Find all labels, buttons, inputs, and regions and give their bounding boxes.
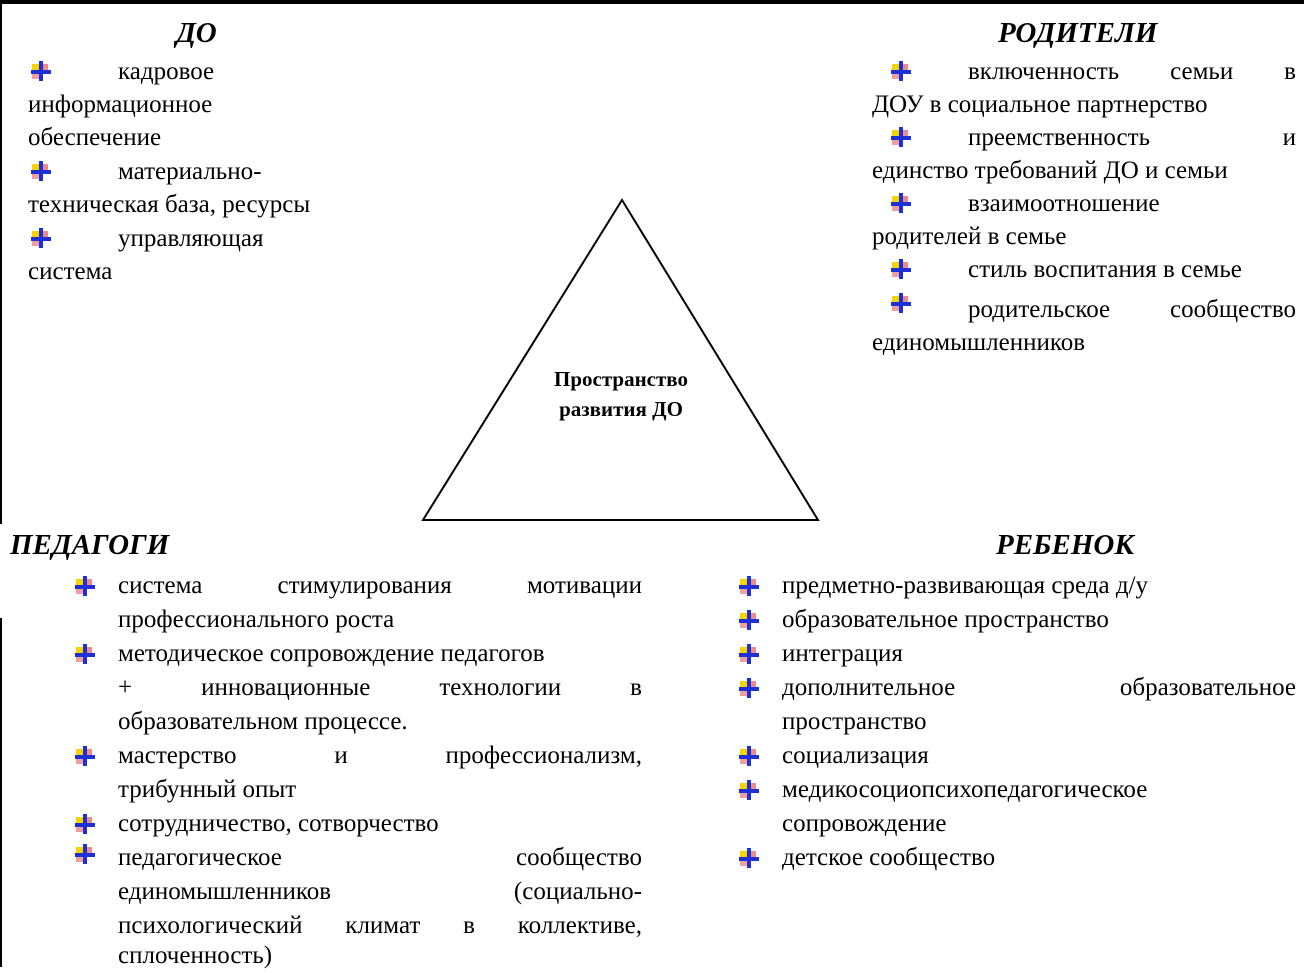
colored-plus-icon [890, 292, 912, 314]
colored-plus-icon [30, 227, 52, 249]
parents-item-1-line-2: ДОУ в социальное партнерство [872, 91, 1208, 118]
child-item-4-line-2: пространство [782, 708, 927, 735]
teachers-item-2-line-1: методическое сопровождение педагогов [118, 640, 545, 667]
child-item-7: детское сообщество [782, 844, 996, 871]
word: родительское [968, 296, 1111, 323]
parents-item-3-line-2: родителей в семье [872, 223, 1067, 250]
colored-plus-icon [890, 60, 912, 82]
word: коллективе, [517, 912, 642, 939]
word: единомышленников [118, 878, 332, 905]
child-item-4-line-1: дополнительное образовательное [782, 671, 1296, 705]
word: (социально- [513, 878, 642, 905]
parents-item-5-line-1: родительское сообщество [968, 293, 1296, 327]
word: дополнительное [782, 674, 956, 701]
do-item-3-line-1: управляющая [118, 225, 264, 252]
teachers-title: ПЕДАГОГИ [10, 529, 170, 561]
word: в [630, 674, 642, 701]
colored-plus-icon [74, 575, 96, 597]
colored-plus-icon [738, 847, 760, 869]
colored-plus-icon [74, 813, 96, 835]
colored-plus-icon [74, 843, 96, 865]
frame-left-border-upper [0, 0, 2, 524]
word: в [1284, 58, 1296, 85]
teachers-item-2-line-3: образовательном процессе. [118, 708, 408, 735]
do-item-1-line-2: информационное [28, 91, 213, 118]
colored-plus-icon [74, 643, 96, 665]
word: включенность [968, 58, 1120, 85]
word: в [463, 912, 475, 939]
child-item-6-line-2: сопровождение [782, 810, 947, 837]
colored-plus-icon [738, 677, 760, 699]
parents-title: РОДИТЕЛИ [998, 17, 1158, 49]
word: сообщество [1170, 296, 1296, 323]
word: мотивации [526, 572, 642, 599]
child-item-5: социализация [782, 742, 929, 769]
teachers-item-5-line-3: психологический климат в коллективе, [118, 909, 642, 943]
colored-plus-icon [74, 745, 96, 767]
teachers-item-1-line-2: профессионального роста [118, 606, 395, 633]
do-item-2-line-1: материально- [118, 158, 262, 185]
colored-plus-icon [738, 575, 760, 597]
teachers-item-5-line-1: педагогическое сообщество [118, 841, 642, 875]
teachers-item-5-line-4: сплоченность) [118, 942, 273, 969]
word: + [118, 674, 133, 701]
child-item-6-line-1: медикосоциопсихопедагогическое [782, 776, 1148, 803]
teachers-item-4-line-1: сотрудничество, сотворчество [118, 810, 439, 837]
colored-plus-icon [738, 609, 760, 631]
colored-plus-icon [890, 126, 912, 148]
do-item-2-line-2: техническая база, ресурсы [28, 191, 311, 218]
parents-item-2-line-1: преемственность и [968, 121, 1296, 155]
parents-item-5-line-2: единомышленников [872, 329, 1086, 356]
parents-item-1-line-1: включенность семьи в [968, 55, 1296, 89]
word: педагогическое [118, 844, 282, 871]
word: система [118, 572, 203, 599]
word: профессионализм, [445, 742, 642, 769]
colored-plus-icon [30, 60, 52, 82]
child-title: РЕБЕНОК [996, 529, 1134, 561]
word: семьи [1170, 58, 1234, 85]
word: психологический [118, 912, 303, 939]
frame-top-border [0, 0, 1304, 4]
child-item-2: образовательное пространство [782, 606, 1109, 633]
do-item-3-line-2: система [28, 258, 113, 285]
triangle-center-label: Пространство развития ДО [520, 364, 722, 424]
word: преемственность [968, 124, 1150, 151]
teachers-item-3-line-2: трибунный опыт [118, 776, 297, 803]
parents-item-2-line-2: единство требований ДО и семьи [872, 157, 1228, 184]
do-item-1-line-1: кадровое [118, 58, 215, 85]
colored-plus-icon [890, 258, 912, 280]
word: инновационные [201, 674, 371, 701]
word: технологии [439, 674, 562, 701]
child-item-1: предметно-развивающая среда д/у [782, 572, 1149, 599]
colored-plus-icon [738, 745, 760, 767]
word: мастерство [118, 742, 237, 769]
word: климат [345, 912, 421, 939]
word: и [334, 742, 348, 769]
word: образовательное [1119, 674, 1296, 701]
word: стимулирования [277, 572, 452, 599]
teachers-item-3-line-1: мастерство и профессионализм, [118, 739, 642, 773]
colored-plus-icon [30, 160, 52, 182]
teachers-item-5-line-2: единомышленников (социально- [118, 875, 642, 909]
word: и [1282, 124, 1296, 151]
center-label-line-2: развития ДО [559, 397, 683, 421]
do-item-1-line-3: обеспечение [28, 124, 162, 151]
do-title: ДО [176, 17, 217, 49]
parents-item-4-line-1: стиль воспитания в семье [968, 256, 1242, 283]
word: сообщество [516, 844, 642, 871]
center-label-line-1: Пространство [553, 367, 689, 391]
colored-plus-icon [738, 643, 760, 665]
frame-left-border-lower [0, 618, 2, 967]
colored-plus-icon [890, 192, 912, 214]
colored-plus-icon [738, 779, 760, 801]
child-item-3: интеграция [782, 640, 903, 667]
teachers-item-2-line-2: + инновационные технологии в [118, 671, 642, 705]
teachers-item-1-line-1: система стимулирования мотивации [118, 569, 642, 603]
parents-item-3-line-1: взаимоотношение [968, 190, 1160, 217]
